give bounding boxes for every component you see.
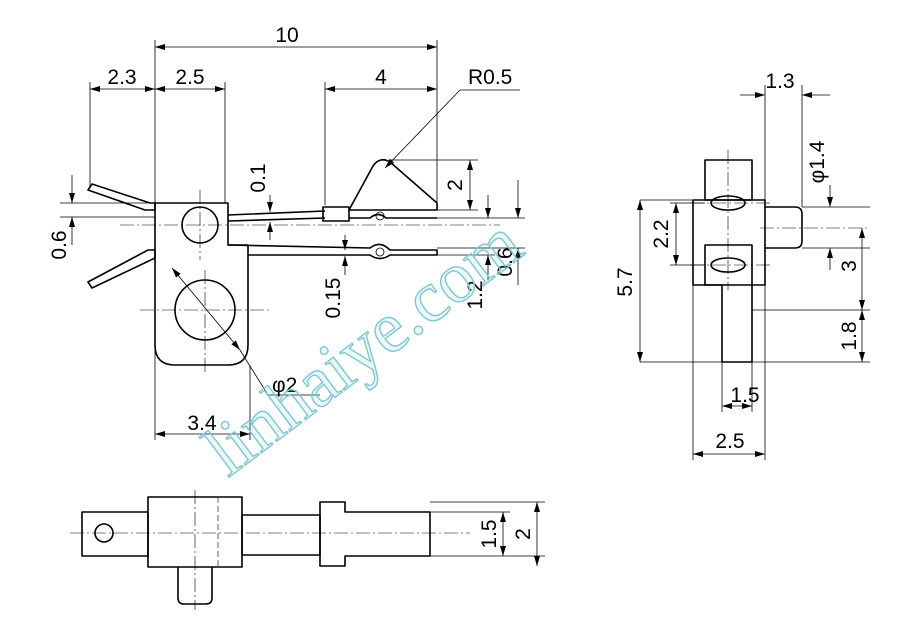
- side-frame: [692, 199, 766, 363]
- bottom-left-tab: [81, 511, 149, 557]
- dim-contact-thickness: 0.15: [322, 278, 345, 319]
- dim-spring-gap: 0.1: [247, 163, 270, 192]
- dim-leg-width: 1.5: [730, 384, 759, 407]
- upper-contact: [349, 213, 437, 219]
- dim-tip-radius: R0.5: [468, 66, 512, 89]
- lower-spring-arm: [227, 243, 438, 260]
- left-upper-tab: [87, 183, 156, 211]
- contact-block: [322, 206, 350, 222]
- dim-body-offset: 0.6: [48, 230, 71, 259]
- body-plate: [154, 202, 249, 366]
- dim-tip-length: 4: [375, 66, 387, 89]
- bottom-view: 1.5 2: [70, 490, 545, 610]
- dim-pin-height: 3: [838, 260, 861, 272]
- dim-shaft-width: 1.5: [478, 519, 501, 548]
- dim-leg-length: 1.8: [838, 321, 861, 350]
- left-lower-tab: [87, 249, 156, 289]
- side-view: 1.3 φ1.4 2.2 5.7 3 1.8 1.5 2.5: [614, 70, 870, 460]
- dim-left-tab: 2.3: [107, 66, 136, 89]
- upper-spring-arm: [227, 210, 326, 222]
- dim-pin-width: 1.3: [765, 70, 794, 93]
- dim-hole-offset: 2.5: [175, 66, 204, 89]
- dim-shaft-height: 2: [512, 528, 535, 540]
- bottom-shaft: [241, 514, 321, 556]
- dim-hole-diameter: φ2: [272, 374, 297, 397]
- top-view: 10 2.3 2.5 4 R0.5 0.1 2 0.6 0.15: [48, 24, 525, 440]
- dim-base-width: 2.5: [715, 430, 744, 453]
- dim-tip-height: 2: [444, 179, 467, 191]
- bottom-shaft-tip: [319, 501, 431, 567]
- dim-contact-height: 1.2: [464, 280, 487, 309]
- dim-overall-length: 10: [275, 24, 298, 47]
- side-pin: [765, 206, 803, 249]
- dim-contact-gap: 0.6: [494, 247, 517, 276]
- triangular-tip: [348, 158, 438, 211]
- dim-overall-height: 5.7: [614, 267, 637, 296]
- dim-slot-pitch: 2.2: [650, 219, 673, 248]
- dim-body-width: 3.4: [187, 412, 217, 435]
- upper-block: [704, 159, 753, 201]
- dim-pin-diameter: φ1.4: [806, 140, 829, 183]
